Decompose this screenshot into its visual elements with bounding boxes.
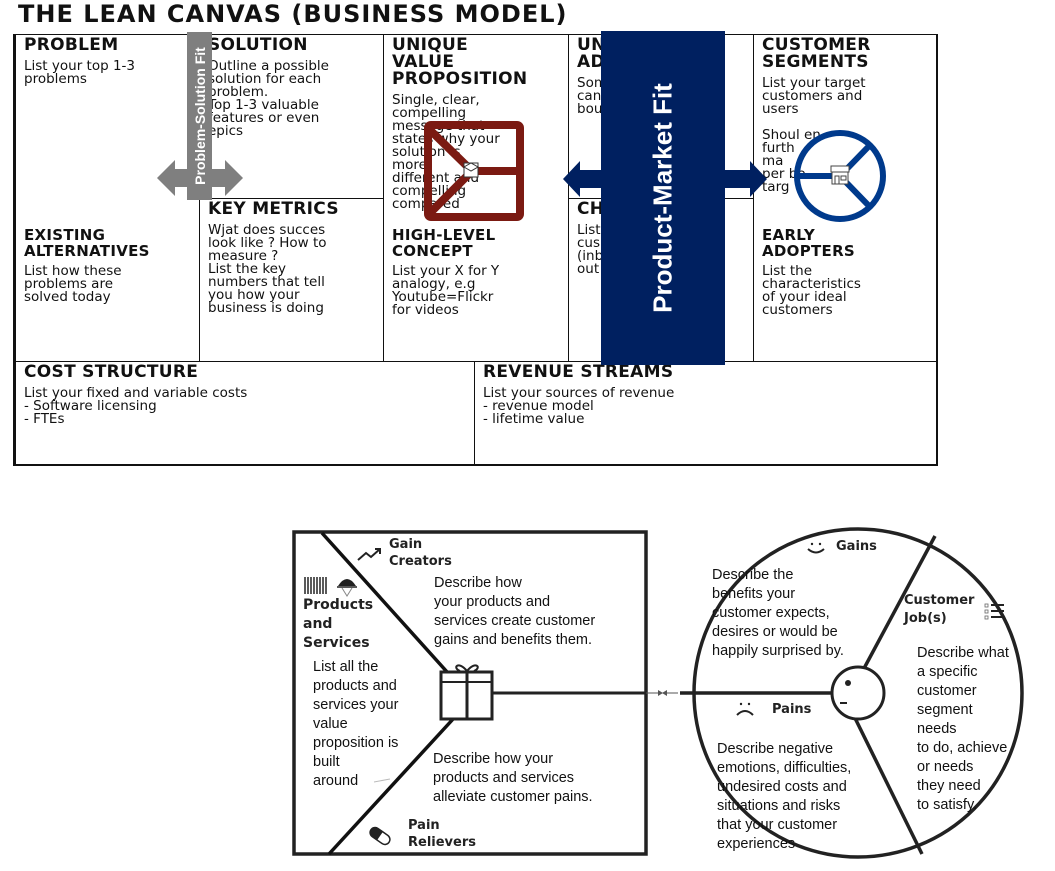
gain-creators-body: Describe how your products and services … — [434, 575, 596, 648]
gains-body: Describe the benefits your customer expe… — [712, 567, 844, 659]
solution-body: Outline a possible solution for each pro… — [208, 58, 329, 139]
barcode-icon — [304, 577, 327, 594]
customer-profile-icon — [794, 130, 886, 222]
customer-face-icon — [830, 665, 886, 721]
profile-line-pains-jobs — [851, 713, 924, 855]
revenue-streams-body: List your sources of revenue - revenue m… — [483, 385, 675, 427]
customer-jobs-label: Customer Job(s) — [904, 593, 975, 626]
cell-revenue-streams: REVENUE STREAMS List your sources of rev… — [474, 361, 938, 466]
existing-alternatives-body: List how these problems are solved today — [24, 263, 122, 305]
early-adopters-body: List the characteristics of your ideal c… — [762, 263, 861, 318]
channels-body: List cus (inb out — [577, 222, 604, 277]
checklist-icon — [984, 603, 1004, 620]
uvp-heading: UNIQUE VALUE PROPOSITION — [392, 35, 528, 89]
early-adopters-heading: EARLY ADOPTERS — [762, 226, 856, 260]
pains-body: Describe negative emotions, difficulties… — [717, 741, 852, 852]
pains-label: Pains — [772, 702, 812, 717]
fit-arrow-left-icon — [662, 690, 667, 696]
customer-jobs-body: Describe what a specific customer segmen… — [917, 645, 1009, 813]
unfair-advantage-body: Som can bou — [577, 75, 607, 117]
frown-icon — [736, 702, 754, 716]
gain-creators-label: Gain Creators — [389, 537, 452, 569]
faint-arrow-icon — [373, 778, 391, 783]
cost-structure-heading: COST STRUCTURE — [24, 362, 199, 382]
problem-heading: PROBLEM — [24, 35, 119, 55]
fit-arrow-right-icon — [658, 690, 663, 696]
gift-icon — [439, 664, 494, 721]
cell-unique-value-proposition: UNIQUE VALUE PROPOSITION Single, clear, … — [383, 34, 569, 362]
problem-body: List your top 1-3 problems — [24, 58, 135, 87]
service-cloche-icon — [337, 579, 357, 597]
key-metrics-heading: KEY METRICS — [208, 199, 339, 219]
customer-segments-body: List your target customers and users Sho… — [762, 75, 866, 195]
profile-line-gains-jobs — [859, 535, 937, 675]
existing-alternatives-heading: EXISTING ALTERNATIVES — [24, 226, 150, 260]
box-icon — [463, 162, 480, 178]
cell-cost-structure: COST STRUCTURE List your fixed and varia… — [13, 361, 475, 466]
products-services-body: List all the products and services your … — [313, 659, 399, 789]
products-services-label: Products and Services — [303, 597, 374, 651]
page-title: THE LEAN CANVAS (BUSINESS MODEL) — [18, 0, 568, 28]
cell-key-metrics: KEY METRICS Wjat does succes look like ?… — [199, 198, 384, 362]
trend-up-icon — [357, 548, 381, 561]
problem-solution-fit-bar — [187, 32, 212, 200]
cost-structure-body: List your fixed and variable costs - Sof… — [24, 385, 248, 427]
customer-segments-heading: CUSTOMER SEGMENTS — [762, 35, 871, 72]
pain-relievers-body: Describe how your products and services … — [433, 751, 593, 805]
channels-heading: CH — [577, 199, 605, 219]
high-level-concept-heading: HIGH-LEVEL CONCEPT — [392, 226, 496, 260]
store-icon — [830, 165, 850, 185]
key-metrics-body: Wjat does succes look like ? How to meas… — [208, 222, 327, 316]
smile-icon — [807, 542, 825, 554]
solution-heading: SOLUTION — [208, 35, 308, 55]
gains-label: Gains — [836, 539, 877, 554]
value-map-diagonal-bottom — [327, 716, 456, 856]
pain-relievers-label: Pain Relievers — [408, 818, 476, 850]
value-map-icon — [424, 121, 524, 221]
product-market-fit-bar — [601, 31, 725, 365]
value-map-diagonal-top — [320, 531, 450, 675]
revenue-streams-heading: REVENUE STREAMS — [483, 362, 674, 382]
cell-customer-segments: CUSTOMER SEGMENTS List your target custo… — [753, 34, 938, 362]
pill-icon — [369, 826, 391, 846]
cell-problem: PROBLEM List your top 1-3 problems EXIST… — [13, 34, 200, 362]
high-level-concept-body: List your X for Y analogy, e.g Youtube=F… — [392, 263, 500, 318]
unfair-advantage-heading: UN AD — [577, 35, 606, 72]
